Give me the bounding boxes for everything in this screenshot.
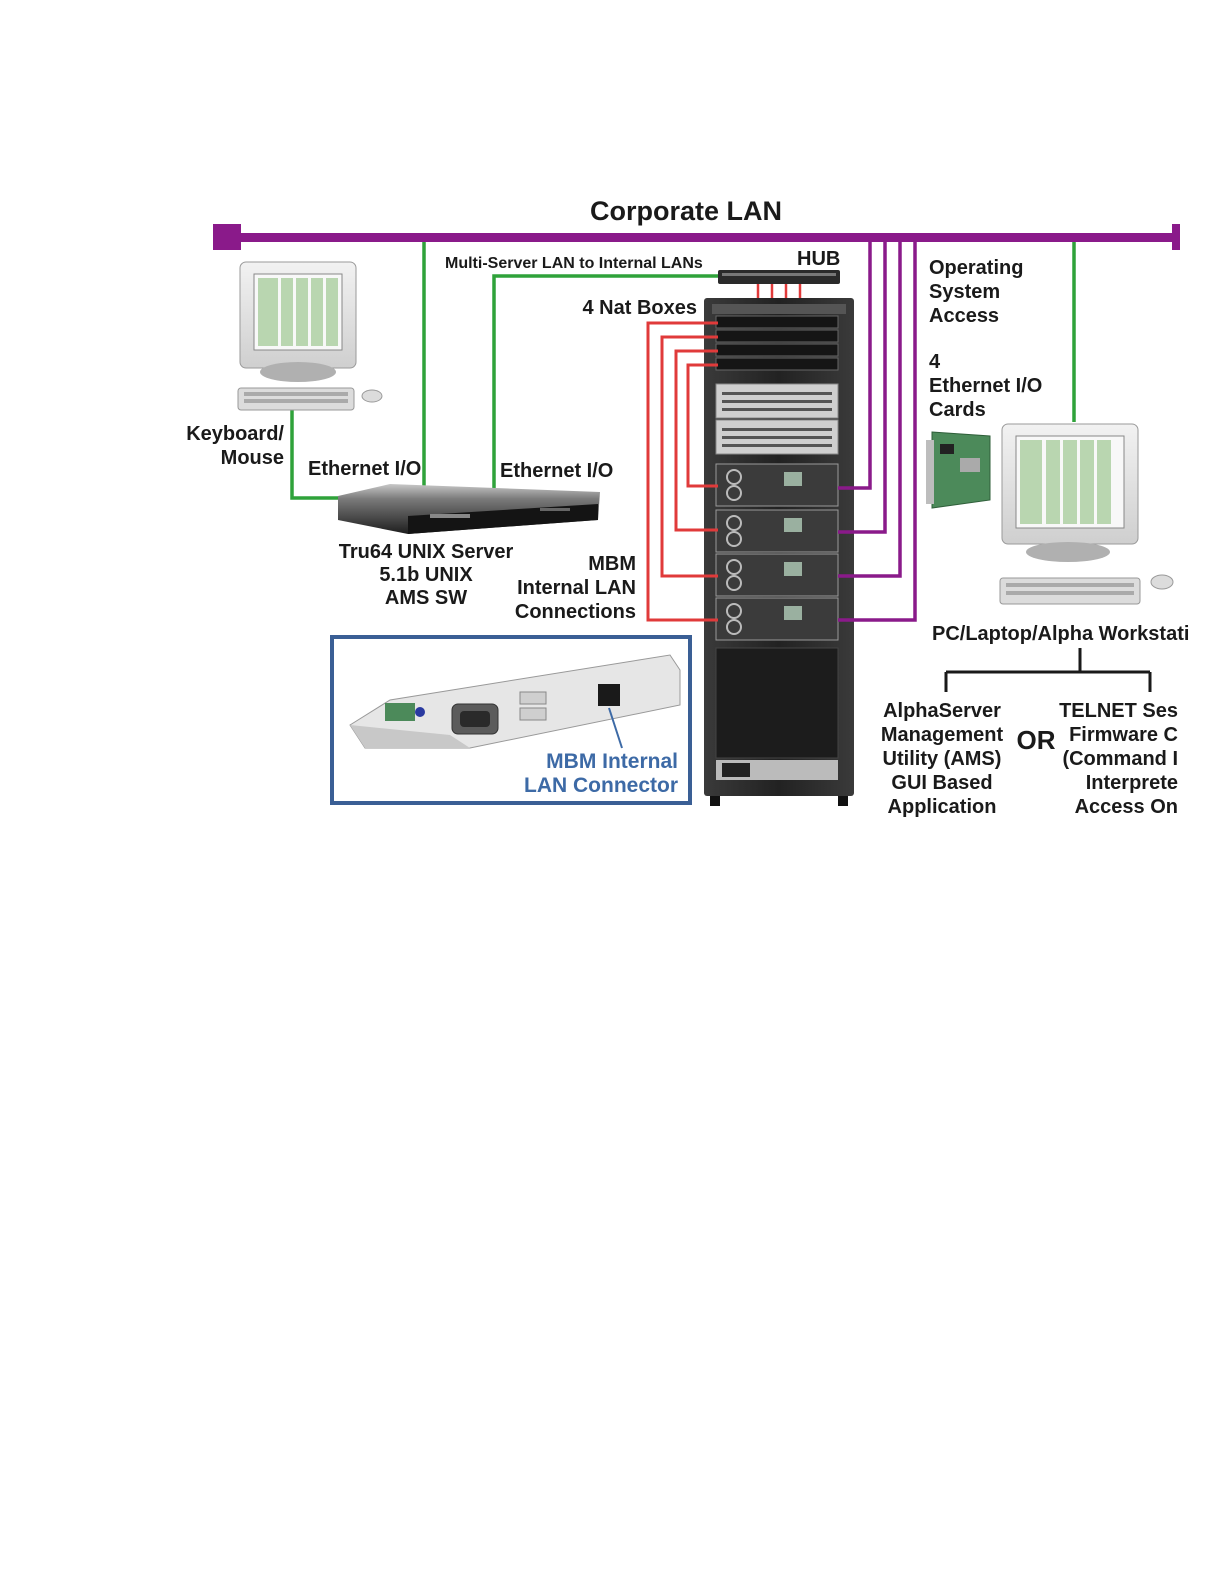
green-links <box>290 242 1076 500</box>
svg-text:GUI Based: GUI Based <box>891 772 992 794</box>
svg-text:(Command I: (Command I <box>1062 748 1178 770</box>
svg-text:4: 4 <box>929 351 941 373</box>
multi-server-lan-label: Multi-Server LAN to Internal LANs <box>445 255 703 272</box>
purple-links <box>838 242 917 622</box>
corporate-lan-title: Corporate LAN <box>590 196 782 226</box>
unit-fans <box>726 469 742 635</box>
keyboard-mouse-label: Keyboard/ Mouse <box>186 423 284 469</box>
red-links <box>646 321 718 622</box>
svg-text:Utility (AMS): Utility (AMS) <box>883 748 1002 770</box>
svg-text:Internal LAN: Internal LAN <box>517 577 636 599</box>
svg-text:MBM: MBM <box>588 553 636 575</box>
hub-label: HUB <box>797 248 840 270</box>
svg-text:Keyboard/: Keyboard/ <box>186 423 284 445</box>
svg-text:AlphaServer: AlphaServer <box>883 700 1001 722</box>
nat-box-units <box>715 315 839 371</box>
server-label: Tru64 UNIX Server 5.1b UNIX AMS SW <box>339 541 514 609</box>
unit-displays <box>784 472 802 620</box>
svg-text:Management: Management <box>881 724 1004 746</box>
inset-panel: MBM Internal LAN Connector <box>330 635 692 805</box>
svg-text:TELNET Ses: TELNET Ses <box>1059 700 1178 722</box>
svg-text:Ethernet I/O: Ethernet I/O <box>929 375 1042 397</box>
mbm-server-units <box>715 463 839 641</box>
svg-text:5.1b UNIX: 5.1b UNIX <box>379 564 473 586</box>
svg-text:Cards: Cards <box>929 399 986 421</box>
option-bracket <box>944 648 1152 692</box>
ethernet-io-right-label: Ethernet I/O <box>500 460 613 482</box>
svg-text:Firmware C: Firmware C <box>1069 724 1178 746</box>
keyboard-link <box>290 410 346 500</box>
svg-text:Access On: Access On <box>1075 796 1178 818</box>
rack-server-icon <box>338 484 600 534</box>
svg-text:Access: Access <box>929 305 999 327</box>
svg-text:Mouse: Mouse <box>221 447 284 469</box>
svg-text:AMS SW: AMS SW <box>385 587 467 609</box>
svg-text:Connections: Connections <box>515 601 636 623</box>
workstation-label: PC/Laptop/Alpha Workstati <box>932 623 1189 645</box>
corporate-lan-bus <box>213 224 1180 250</box>
ethernet-io-left-label: Ethernet I/O <box>308 458 421 480</box>
mbm-connections-label: MBM Internal LAN Connections <box>515 553 636 623</box>
os-access-label: Operating System Access <box>929 257 1023 327</box>
lan-connector-bracket-icon <box>349 654 681 749</box>
svg-text:Tru64 UNIX Server: Tru64 UNIX Server <box>339 541 514 563</box>
hub-red-links <box>756 284 802 298</box>
svg-text:Operating: Operating <box>929 257 1023 279</box>
telnet-option-label: TELNET Ses Firmware C (Command I Interpr… <box>1059 700 1178 818</box>
nat-boxes-label: 4 Nat Boxes <box>583 297 698 319</box>
left-computer-icon <box>237 261 383 411</box>
network-hub-icon <box>718 270 840 284</box>
svg-text:MBM Internal: MBM Internal <box>546 750 678 773</box>
svg-text:Application: Application <box>888 796 997 818</box>
or-label: OR <box>1017 725 1056 755</box>
right-computer-icon <box>999 423 1174 605</box>
svg-text:System: System <box>929 281 1000 303</box>
svg-text:LAN Connector: LAN Connector <box>524 774 678 797</box>
ethernet-cards-label: 4 Ethernet I/O Cards <box>929 351 1042 421</box>
svg-text:Interprete: Interprete <box>1086 772 1178 794</box>
ethernet-card-icon <box>926 431 991 509</box>
multi-server-lan-link <box>492 274 720 488</box>
storage-shelves <box>715 383 839 455</box>
ams-option-label: AlphaServer Management Utility (AMS) GUI… <box>881 700 1004 818</box>
server-rack-icon <box>704 298 854 806</box>
